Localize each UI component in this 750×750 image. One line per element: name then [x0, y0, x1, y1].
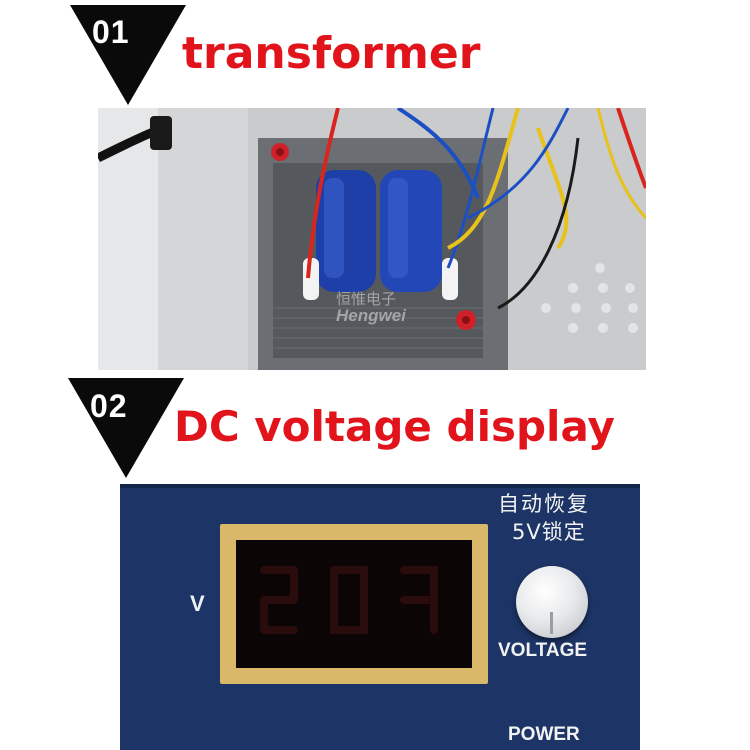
watermark-en: Hengwei [336, 306, 406, 325]
voltage-knob-label: VOLTAGE [498, 640, 588, 661]
panel-edge [120, 484, 640, 488]
label-auto-recover: 自动恢复 [498, 492, 590, 516]
section-1-title: transformer [182, 28, 481, 79]
section-2-badge-triangle [68, 378, 184, 478]
voltage-display-panel: V 自动恢复 5V锁定 VOLTAGE POWER [120, 484, 640, 750]
led-display-screen [236, 540, 472, 668]
section-2-title: DC voltage display [174, 402, 615, 451]
section-1-badge-triangle [70, 5, 186, 105]
knob-indicator [550, 612, 553, 634]
transformer-illustration [98, 108, 646, 370]
voltage-knob[interactable] [516, 566, 588, 638]
power-label: POWER [508, 724, 580, 745]
label-5v-lock: 5V锁定 [512, 520, 586, 544]
section-2-number: 02 [90, 388, 128, 424]
section-1-number: 01 [92, 14, 130, 50]
watermark-cn: 恒惟电子 [336, 290, 397, 308]
led-digits [260, 566, 438, 634]
transformer-photo: 恒惟电子 Hengwei [98, 108, 646, 370]
unit-label-v: V [190, 591, 205, 616]
